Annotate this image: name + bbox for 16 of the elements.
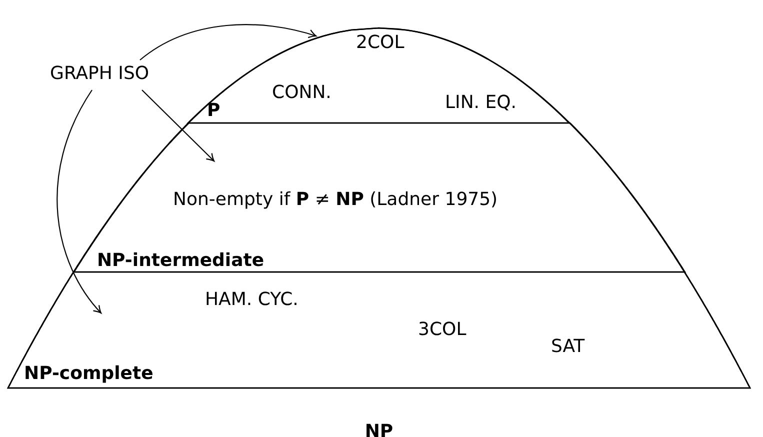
problem-name: 3COL <box>418 320 466 340</box>
class-name: NP <box>364 422 394 437</box>
class-name: NP-intermediate <box>96 251 264 271</box>
p-class-band <box>188 28 570 123</box>
class-name: P <box>206 101 220 121</box>
problem-name: 2COL <box>356 33 404 53</box>
problem-name: SAT <box>551 337 585 357</box>
class-name: NP-complete <box>24 364 154 384</box>
problem-name: HAM. CYC. <box>205 290 298 310</box>
note-text: Non-empty if P ≠ NP (Ladner 1975) <box>173 190 498 210</box>
np-intermediate-band <box>74 123 684 272</box>
problem-name: LIN. EQ. <box>445 93 517 113</box>
np-complete-band <box>8 272 750 388</box>
problem-name: GRAPH ISO <box>50 64 150 84</box>
problem-name: CONN. <box>272 83 332 103</box>
np-class-region <box>8 28 750 437</box>
